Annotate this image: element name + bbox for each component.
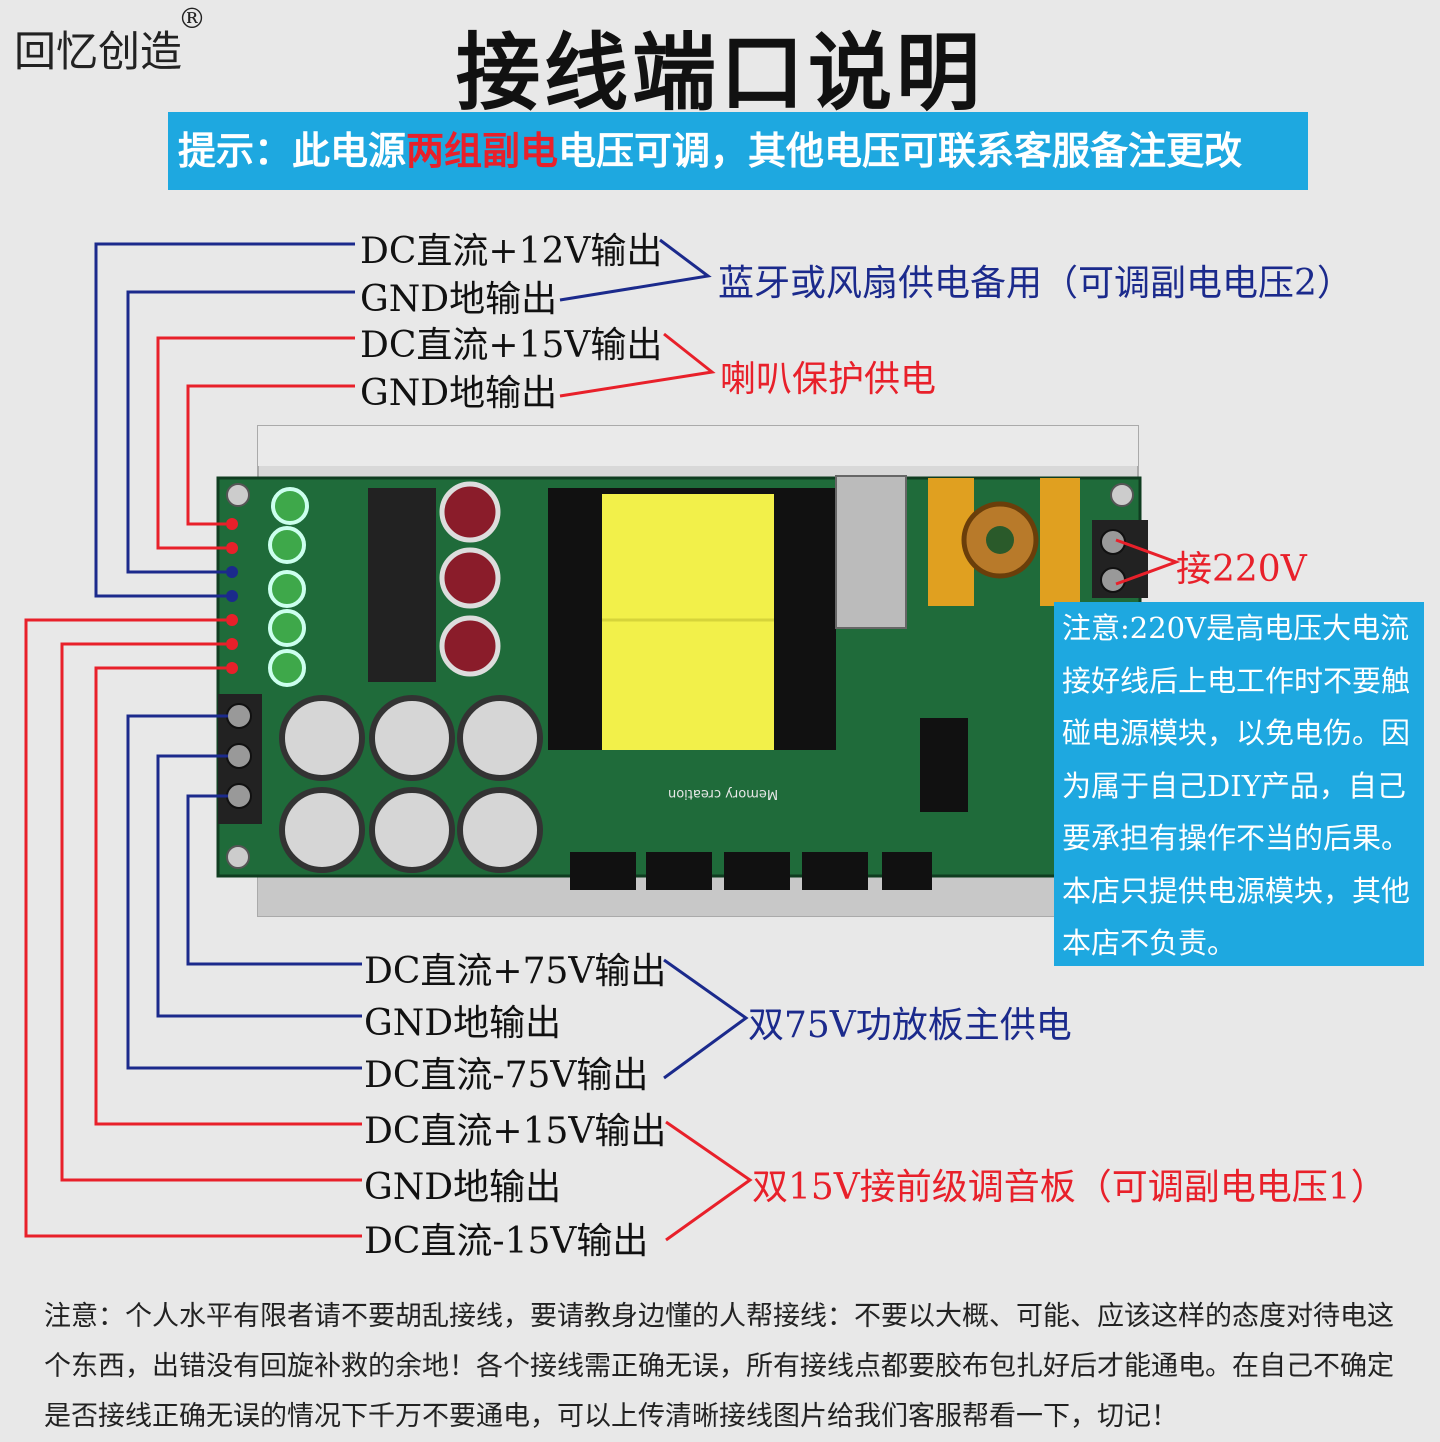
- top-output-label-2: GND地输出: [360, 279, 558, 320]
- top-output-label-1: DC直流+12V输出: [360, 231, 663, 272]
- rectifier-heatsink: [368, 475, 907, 682]
- registered-mark: ®: [178, 2, 206, 35]
- page-title: 接线端口说明: [455, 23, 984, 122]
- filter-capacitors: [439, 481, 501, 677]
- tip-highlight: 两组副电: [406, 128, 559, 173]
- ac-wire: [1115, 538, 1181, 586]
- top-group-bluetooth-fan: 蓝牙或风扇供电备用（可调副电电压2）: [718, 263, 1353, 304]
- small-capacitors: [268, 487, 309, 687]
- top-output-label-4: GND地输出: [360, 373, 558, 414]
- bottom-output-label-5: GND地输出: [364, 1167, 562, 1208]
- bottom-output-label-2: GND地输出: [364, 1003, 562, 1044]
- top-output-label-3: DC直流+15V输出: [360, 325, 663, 366]
- ac-input-label: 接220V: [1176, 549, 1307, 590]
- bottom-output-label-3: DC直流-75V输出: [364, 1055, 649, 1096]
- bottom-connectors: [570, 852, 932, 890]
- bottom-wires: [24, 618, 753, 1242]
- top-group-speaker-protect: 喇叭保护供电: [720, 359, 937, 400]
- bottom-output-label-4: DC直流+15V输出: [364, 1111, 667, 1152]
- bottom-output-label-1: DC直流+75V输出: [364, 951, 667, 992]
- ac-terminal: [1092, 520, 1148, 598]
- brand-name: 回忆创造: [14, 27, 183, 76]
- ic-chip: [920, 718, 968, 812]
- large-capacitors: [279, 695, 543, 873]
- aux-pin-header: [226, 518, 238, 674]
- transformer: [548, 488, 836, 750]
- tip-prefix: 提示：此电源: [178, 128, 407, 173]
- high-voltage-terminal: [218, 694, 262, 824]
- warning-box: 注意:220V是高电压大电流接好线后上电工作时不要触碰电源模块，以免电伤。因为属…: [1054, 602, 1424, 966]
- tip-suffix: 电压可调，其他电压可联系客服备注更改: [558, 128, 1243, 173]
- tip-banner: 提示：此电源两组副电电压可调，其他电压可联系客服备注更改: [168, 112, 1308, 190]
- pcb-silkscreen: Memory creation: [668, 786, 779, 801]
- top-wires: [94, 238, 716, 598]
- bottom-output-label-6: DC直流-15V输出: [364, 1221, 649, 1262]
- bottom-group-75v: 双75V功放板主供电: [748, 1005, 1072, 1046]
- bottom-group-15v: 双15V接前级调音板（可调副电电压1）: [752, 1167, 1387, 1208]
- ac-filter: [928, 478, 1080, 606]
- caution-note: 注意：个人水平有限者请不要胡乱接线，要请教身边懂的人帮接线：不要以大概、可能、应…: [44, 1301, 1394, 1432]
